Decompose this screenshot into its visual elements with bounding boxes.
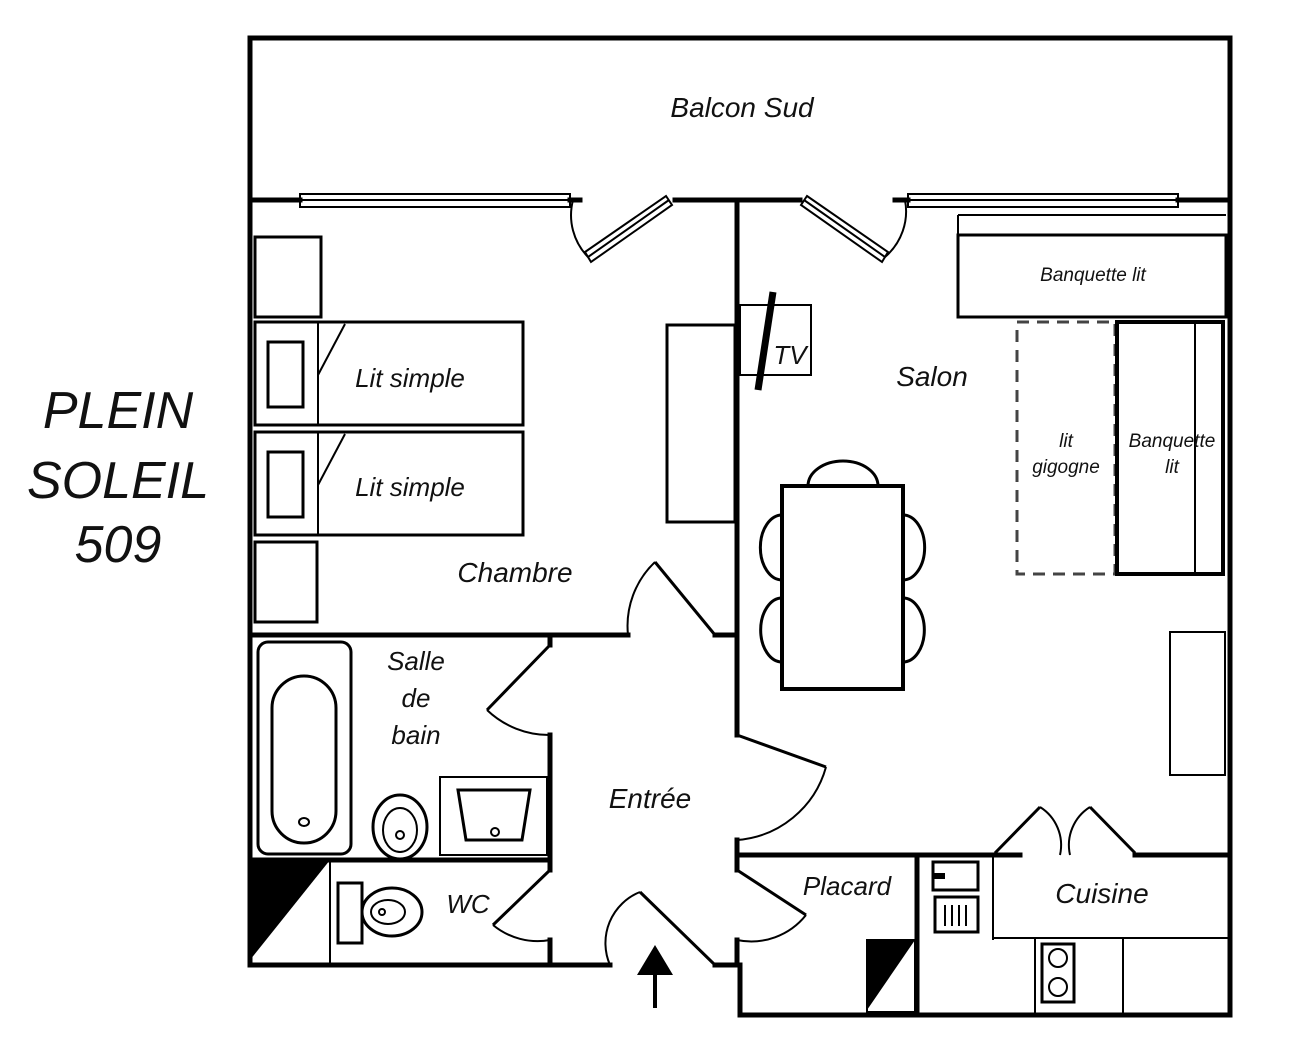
toilet <box>336 881 424 945</box>
nightstand-top <box>253 235 323 319</box>
sofa-bed-top: Banquette lit <box>956 214 1228 319</box>
dining-table <box>758 459 927 691</box>
bathroom: Salle de bain <box>256 640 548 861</box>
title-line3: 509 <box>75 516 162 574</box>
property-title: PLEIN SOLEIL 509 <box>27 382 209 574</box>
bidet <box>371 793 429 861</box>
entrance-arrow-icon <box>637 945 673 1008</box>
cooktop <box>1040 942 1076 1004</box>
sofa-bed-side-label-line2: lit <box>1165 457 1179 478</box>
single-bed-2: Lit simple <box>253 430 525 537</box>
wardrobe <box>665 323 737 524</box>
washbasin <box>439 776 548 856</box>
trundle-label-line2: gigogne <box>1032 457 1100 478</box>
south-windows <box>299 193 1179 208</box>
kitchen: Cuisine <box>931 855 1228 1013</box>
living-label: Salon <box>896 361 968 392</box>
bed2-label: Lit simple <box>355 472 465 502</box>
title-line2: SOLEIL <box>27 452 209 510</box>
trundle-bed: lit gigogne <box>1015 320 1117 576</box>
duct-shaft <box>250 860 330 960</box>
bath-label-line3: bain <box>391 720 440 750</box>
bed1-label: Lit simple <box>355 363 465 393</box>
wc-room: WC <box>250 860 490 965</box>
wc-label: WC <box>446 889 490 919</box>
sofa-bed-top-label: Banquette lit <box>1040 265 1146 286</box>
bathtub <box>256 640 353 856</box>
nightstand-bottom <box>253 540 319 624</box>
closet: Placard <box>803 871 916 1013</box>
kitchen-label: Cuisine <box>1055 878 1148 909</box>
fridge <box>931 860 980 892</box>
interior-doors <box>485 561 1137 967</box>
outer-walls <box>247 197 1233 1018</box>
bath-label-line1: Salle <box>387 646 445 676</box>
tv-label: TV <box>773 340 809 370</box>
balcony-label: Balcon Sud <box>670 92 815 123</box>
sofa-bed-side-label-line1: Banquette <box>1129 431 1216 452</box>
entry-label: Entrée <box>609 783 692 814</box>
balcony-door-right <box>799 194 908 264</box>
balcony: Balcon Sud <box>247 35 1233 203</box>
balcony-door-left <box>570 194 674 264</box>
side-cabinet <box>1169 631 1226 776</box>
single-bed-1: Lit simple <box>253 320 525 427</box>
trundle-label-line1: lit <box>1059 431 1073 452</box>
sofa-bed-side: Banquette lit <box>1115 320 1225 576</box>
bedroom-furniture: Lit simple Lit simple Chambre <box>253 235 737 624</box>
bedroom-label: Chambre <box>457 557 572 588</box>
bath-label-line2: de <box>402 683 431 713</box>
living-furniture: TV Salon Banquette lit lit gigogne Banqu… <box>739 214 1228 776</box>
closet-duct <box>867 940 915 1010</box>
closet-label: Placard <box>803 871 893 901</box>
oven <box>933 895 980 934</box>
title-line1: PLEIN <box>43 382 194 440</box>
tv: TV <box>739 291 812 391</box>
